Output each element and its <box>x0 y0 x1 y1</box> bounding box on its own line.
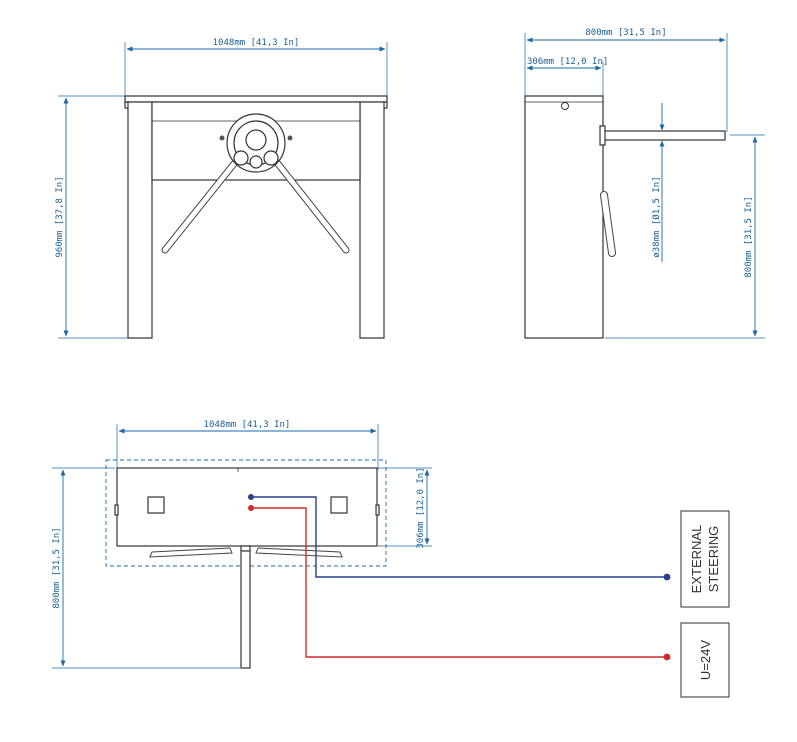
steering-label-line1: EXTERNAL <box>689 525 704 594</box>
top-width-label: 1048mm [41,3 In] <box>204 420 291 430</box>
steering-terminal <box>663 573 671 581</box>
side-body-label: 306mm [12,0 In] <box>527 57 608 67</box>
steering-box-frame <box>680 510 730 608</box>
top-arm-left <box>149 547 233 558</box>
screw <box>287 135 293 141</box>
top-long-arm <box>240 550 251 669</box>
external-steering-box: EXTERNAL STEERING <box>680 510 730 608</box>
lock-icon <box>561 102 569 110</box>
arm-socket <box>233 150 249 166</box>
front-width-label: 1048mm [41,3 In] <box>213 38 300 48</box>
reader-square-left <box>147 496 165 514</box>
left-leg <box>127 101 153 339</box>
top-view: 1048mm [41,3 In] 306mm [12,0 In] 800mm [… <box>52 420 432 669</box>
arm-socket <box>263 150 279 166</box>
horizontal-arm <box>602 130 726 141</box>
power-terminal <box>248 505 254 511</box>
power-box-frame <box>680 622 730 698</box>
steering-label-line2: STEERING <box>706 526 721 592</box>
side-tab <box>375 504 380 516</box>
steering-terminal <box>248 494 254 500</box>
power-terminal <box>663 653 671 661</box>
side-view: 800mm [31,5 In] 306mm [12,0 In] ø38mm [Ø… <box>524 28 765 339</box>
side-tab <box>114 504 119 516</box>
power-supply-box: U=24V <box>680 622 730 698</box>
top-arm-right <box>255 547 343 558</box>
front-view: 1048mm [41,3 In] 960mm [37,8 In] <box>55 38 388 339</box>
power-label: U=24V <box>698 640 713 680</box>
top-length-label: 800mm [31,5 In] <box>52 527 62 608</box>
top-hub <box>240 545 251 552</box>
power-wire <box>251 507 667 658</box>
top-depth-label: 306mm [12,0 In] <box>416 467 426 548</box>
screw <box>219 135 225 141</box>
arm-diameter-label: ø38mm [Ø1,5 In] <box>651 176 662 257</box>
arm-socket <box>249 155 263 169</box>
side-total-label: 800mm [31,5 In] <box>585 28 666 38</box>
top-plate <box>124 95 388 103</box>
rotor-center <box>245 129 267 151</box>
reader-square-right <box>330 496 348 514</box>
front-height-label: 960mm [37,8 In] <box>55 176 65 257</box>
side-height-label: 800mm [31,5 In] <box>744 196 754 277</box>
right-leg <box>359 101 385 339</box>
arm-flange <box>599 125 606 146</box>
steering-wire <box>251 496 667 578</box>
wiring <box>248 494 671 661</box>
side-cabinet <box>524 95 604 339</box>
